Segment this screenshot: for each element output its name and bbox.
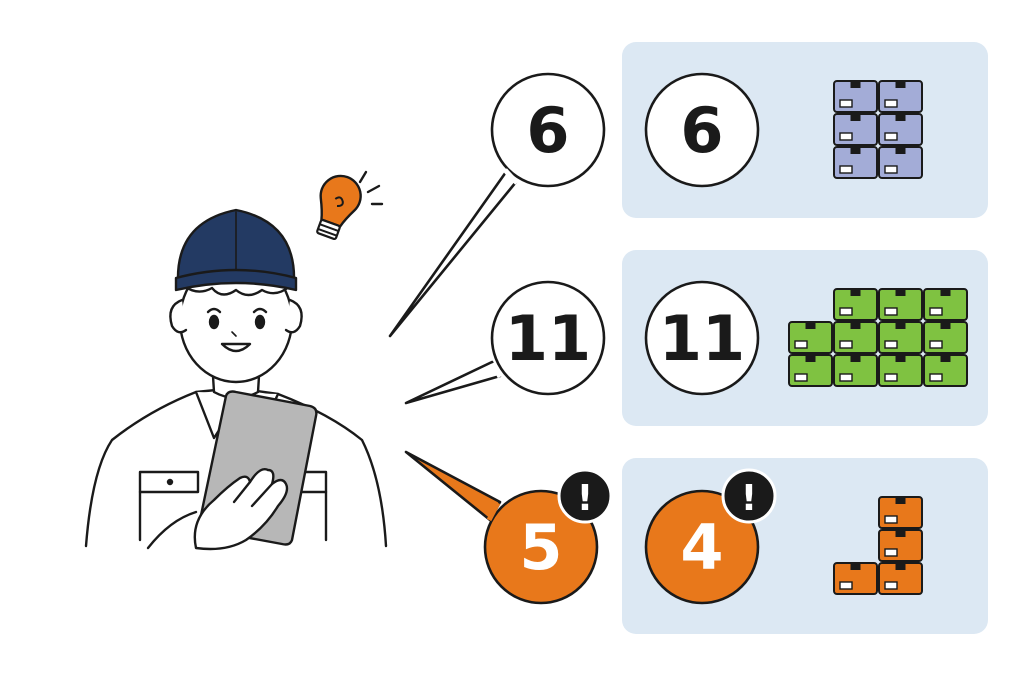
worker-with-tablet-icon xyxy=(84,208,388,551)
speech-bubble-2: 11 xyxy=(404,280,606,405)
cardboard-box-icon xyxy=(833,288,878,321)
actual-count-circle-1: 6 xyxy=(644,72,760,188)
said-count-2: 11 xyxy=(505,302,591,375)
box-stack-3 xyxy=(833,496,923,595)
cardboard-box-icon xyxy=(878,321,923,354)
cardboard-box-icon xyxy=(923,354,968,387)
cardboard-box-icon xyxy=(878,354,923,387)
cardboard-box-icon xyxy=(788,354,833,387)
cardboard-box-icon xyxy=(833,321,878,354)
idea-rays xyxy=(358,170,384,206)
alert-badge-2: ! xyxy=(721,468,777,524)
speech-bubble-3: 5 ! xyxy=(404,450,613,605)
cardboard-box-icon xyxy=(878,529,923,562)
box-stack-1 xyxy=(833,80,923,179)
alert-badge-1: ! xyxy=(557,468,613,524)
cardboard-box-icon xyxy=(833,113,878,146)
cardboard-box-icon xyxy=(833,562,878,595)
cardboard-box-icon xyxy=(923,321,968,354)
actual-count-2: 11 xyxy=(659,302,745,375)
said-count-3: 5 xyxy=(519,511,562,584)
said-count-1: 6 xyxy=(526,94,569,167)
cardboard-box-icon xyxy=(878,496,923,529)
speech-bubble-1: 6 xyxy=(388,72,606,338)
cardboard-box-icon xyxy=(878,113,923,146)
cardboard-box-icon xyxy=(923,288,968,321)
cardboard-box-icon xyxy=(788,321,833,354)
cardboard-box-icon xyxy=(878,562,923,595)
actual-count-circle-3: 4 ! xyxy=(644,468,777,605)
cardboard-box-icon xyxy=(878,288,923,321)
cardboard-box-icon xyxy=(833,146,878,179)
actual-count-3: 4 xyxy=(680,511,723,584)
actual-count-circle-2: 11 xyxy=(644,280,760,396)
actual-count-1: 6 xyxy=(680,94,723,167)
lightbulb-icon xyxy=(316,174,362,241)
exclamation-icon: ! xyxy=(577,478,593,519)
exclamation-icon: ! xyxy=(741,478,757,519)
cardboard-box-icon xyxy=(833,354,878,387)
cardboard-box-icon xyxy=(833,80,878,113)
cardboard-box-icon xyxy=(878,146,923,179)
box-stack-2 xyxy=(788,288,968,387)
cardboard-box-icon xyxy=(878,80,923,113)
